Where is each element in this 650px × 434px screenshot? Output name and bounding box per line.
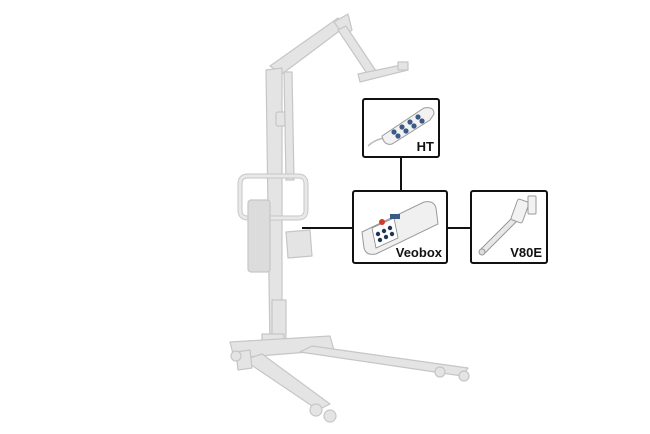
linear-actuator-image xyxy=(478,195,537,256)
control-box-box: Veobox xyxy=(352,190,448,264)
control-box-label: Veobox xyxy=(395,245,442,260)
handset-box: HT xyxy=(362,98,440,158)
handset-label: HT xyxy=(416,139,434,154)
connector-handset xyxy=(400,156,402,192)
connector-lift xyxy=(302,227,354,229)
hand-control-image xyxy=(367,107,435,147)
control-box-image xyxy=(361,201,439,255)
actuator-label: V80E xyxy=(510,245,542,260)
connector-actuator xyxy=(446,227,472,229)
actuator-box: V80E xyxy=(470,190,548,264)
